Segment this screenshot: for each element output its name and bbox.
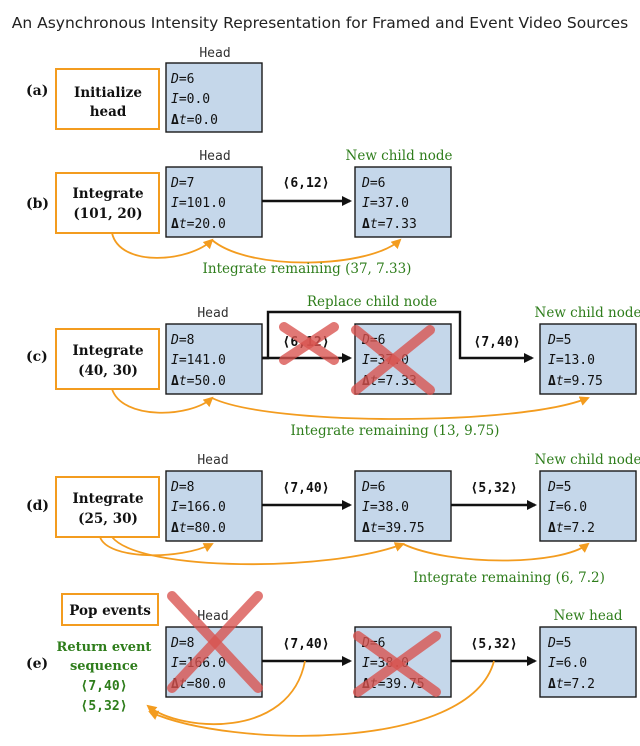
node-dt: Δt=7.2 [548,677,595,692]
action-line-2: (40, 30) [78,363,138,379]
integrate-arrow [111,388,214,414]
event-label: ⟨6,12⟩ [283,176,330,191]
returned-event: ⟨7,40⟩ [81,679,128,694]
head-node [165,470,263,542]
action-line-2: (25, 30) [78,511,138,527]
node-i: I=0.0 [171,92,210,107]
cross-out-mark [167,591,263,693]
node-i: I=141.0 [171,353,226,368]
integrate-caption: Integrate remaining (13, 9.75) [291,423,500,439]
node-header: Head [199,46,230,61]
row-b: (b) Integrate (101, 20) Head D=7 I=101.0… [26,148,452,277]
node-header: Head [199,149,230,164]
row-a: (a) Initialize head Head D=6 I=0.0 Δt=0.… [26,46,263,133]
return-arrow [148,660,495,737]
node-dt: Δt=39.75 [362,521,425,536]
action-box [55,328,160,390]
row-label: (b) [26,196,49,212]
head-node [165,62,263,133]
action-line-2: (101, 20) [73,206,142,222]
node-d: D=6 [361,480,385,495]
return-label-line-2: sequence [70,659,138,674]
node-header: Head [197,609,228,624]
row-label: (a) [26,83,48,99]
event-label: ⟨5,32⟩ [471,637,518,652]
integrate-arrow [111,536,405,566]
event-label: ⟨5,32⟩ [471,481,518,496]
event-label: ⟨7,40⟩ [283,637,330,652]
node-header: New child node [535,305,640,321]
integrate-caption: Integrate remaining (37, 7.33) [203,261,412,277]
node-dt: Δt=0.0 [171,113,218,128]
cross-out-mark [279,322,339,365]
event-label: ⟨7,40⟩ [474,335,521,350]
row-label: (e) [26,656,48,672]
node-dt: Δt=80.0 [171,521,226,536]
node-dt: Δt=20.0 [171,217,226,232]
node-dt: Δt=50.0 [171,374,226,389]
return-arrow [146,660,306,725]
return-label-line-1: Return event [57,640,152,655]
returned-event: ⟨5,32⟩ [81,699,128,714]
action-box [61,593,159,626]
row-c: (c) Integrate (40, 30) Head D=8 I=141.0 … [26,294,640,439]
child-node [354,166,452,238]
new-child-node [539,470,637,542]
action-line-1: Integrate [72,491,143,507]
node-header: Head [197,306,228,321]
integrate-arrow [99,536,214,557]
integrate-remaining-arrow [402,542,590,562]
action-box [55,68,160,130]
node-dt: Δt=9.75 [548,374,603,389]
cross-out-mark [353,631,441,697]
child-node [354,470,452,542]
node-i: I=6.0 [548,500,587,515]
node-header: New head [553,608,622,624]
row-label: (d) [26,498,49,514]
node-i: I=38.0 [362,500,409,515]
row-label: (c) [26,349,48,365]
node-d: D=6 [170,72,194,87]
action-box [55,172,160,234]
integrate-remaining-arrow [211,238,402,264]
node-i: I=166.0 [171,500,226,515]
row-d: (d) Integrate (25, 30) Head D=8 I=166.0 … [26,452,640,586]
action-line-1: Pop events [69,603,151,619]
action-box [55,476,160,538]
integrate-caption: Integrate remaining (6, 7.2) [413,570,605,586]
node-d: D=8 [170,480,194,495]
new-child-node [539,323,637,395]
event-label: ⟨7,40⟩ [283,481,330,496]
action-line-2: head [90,104,127,120]
node-i: I=6.0 [548,656,587,671]
node-d: D=5 [547,333,571,348]
node-dt: Δt=7.33 [362,217,417,232]
integrate-remaining-arrow [211,396,590,420]
replace-label: Replace child node [307,294,437,310]
node-dt: Δt=7.2 [548,521,595,536]
node-i: I=37.0 [362,196,409,211]
cross-out-mark [351,325,435,395]
figure-title: An Asynchronous Intensity Representation… [12,14,628,32]
node-i: I=13.0 [548,353,595,368]
action-line-1: Integrate [72,186,143,202]
node-header: Head [197,453,228,468]
head-node [165,166,263,238]
node-d: D=7 [170,176,194,191]
node-d: D=5 [547,480,571,495]
replace-child-arrow [262,310,534,363]
node-header: New child node [535,452,640,468]
new-head-node [539,626,637,698]
integrate-arrow [111,232,214,259]
action-line-1: Integrate [72,343,143,359]
node-d: D=8 [170,333,194,348]
action-line-1: Initialize [74,85,142,101]
node-header: New child node [346,148,453,164]
node-d: D=5 [547,636,571,651]
node-d: D=6 [361,176,385,191]
node-i: I=101.0 [171,196,226,211]
row-e: (e) Pop events Return event sequence ⟨7,… [26,591,637,737]
node-d: D=8 [170,636,194,651]
